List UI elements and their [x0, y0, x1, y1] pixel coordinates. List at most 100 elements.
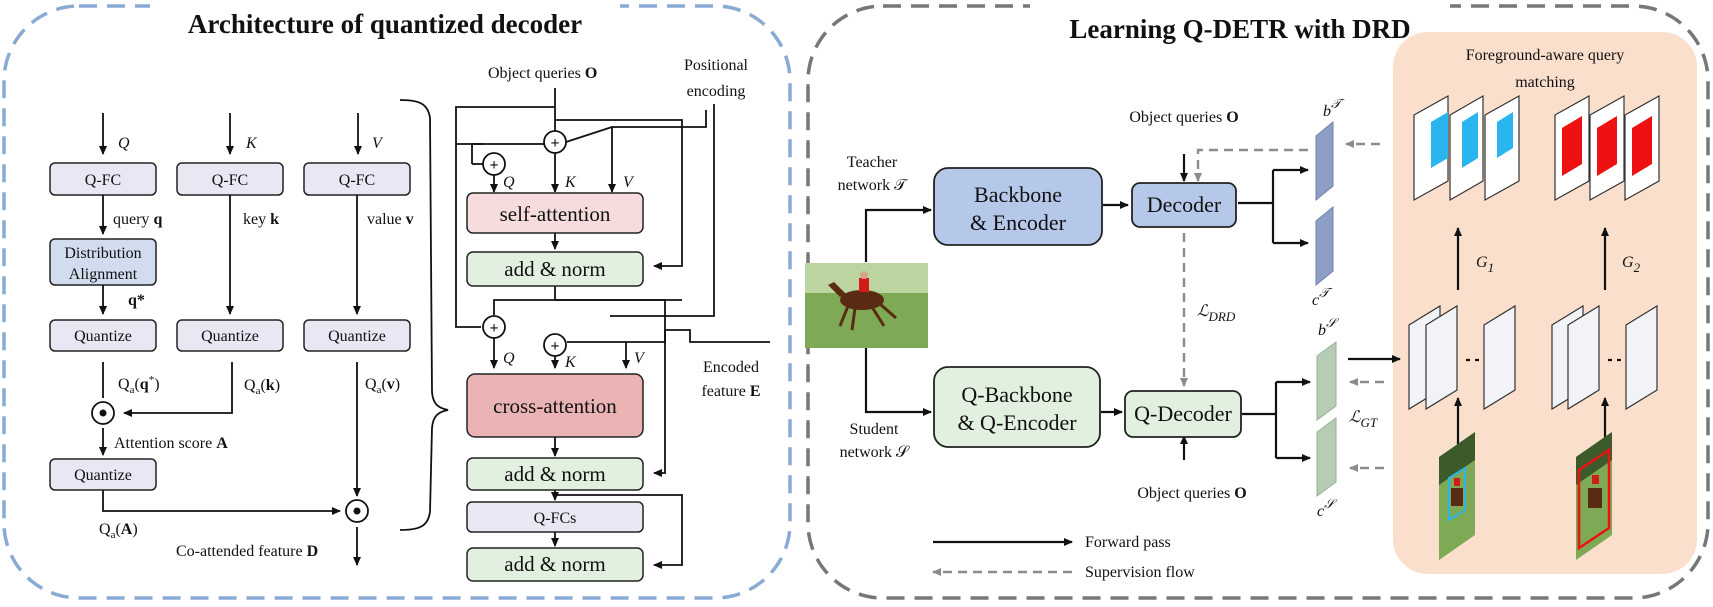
decoder-box: [1131, 182, 1237, 228]
svg-text:+: +: [550, 338, 559, 355]
gt-image-g1: [1439, 432, 1475, 560]
b-teacher-label: b𝒯: [1323, 96, 1345, 120]
encoded-feature-line1: Encoded: [703, 359, 759, 376]
quantize-box-value: [303, 319, 411, 352]
c-teacher-label: c𝒯: [1312, 285, 1333, 309]
cross-attn-k-label: K: [564, 354, 577, 371]
q-backbone-encoder-box: [933, 366, 1101, 448]
b-student-label: b𝒮: [1318, 315, 1340, 339]
fqm-title-line2: matching: [1515, 74, 1575, 91]
q-fcs-label: Q-FCs: [534, 510, 577, 527]
svg-text:+: +: [550, 135, 559, 152]
quantize-label-value: Quantize: [328, 328, 386, 345]
encoded-feature-line2: feature E: [701, 383, 760, 400]
student-query-maps-g2: [1551, 304, 1658, 411]
quantize-label-query: Quantize: [74, 328, 132, 345]
q-decoder-box: [1124, 390, 1242, 438]
co-attended-label: Co-attended feature D: [176, 543, 318, 560]
attention-score-label: Attention score A: [114, 435, 228, 452]
q-backbone-encoder-line2: & Q-Encoder: [957, 410, 1077, 435]
g2-label: G2: [1622, 254, 1641, 275]
g1-label: G1: [1476, 254, 1494, 275]
left-panel-border: [2, 4, 792, 600]
svg-text:+: +: [489, 157, 498, 174]
object-queries-bottom-label: Object queries O: [1137, 485, 1246, 502]
teacher-query-maps-g2: [1554, 94, 1660, 202]
decoder-label: Decoder: [1147, 192, 1222, 217]
qa-v-label: Qa(v): [365, 376, 400, 396]
backbone-encoder-box: [933, 167, 1103, 246]
object-queries-top-label: Object queries O: [1129, 109, 1238, 126]
l-gt-label: ℒGT: [1349, 409, 1378, 430]
cross-attention-box: [466, 373, 644, 438]
c-student-label: c𝒮: [1317, 496, 1338, 520]
add-norm-box-1: [466, 251, 644, 287]
student-network-line1: Student: [850, 421, 899, 438]
input-q-label: Q: [118, 135, 130, 152]
legend-supervision-label: Supervision flow: [1085, 564, 1195, 581]
teacher-network-line1: Teacher: [847, 154, 898, 171]
cross-attn-v-label: V: [634, 350, 646, 367]
add-norm-label-1: add & norm: [504, 257, 605, 281]
cross-attn-q-label: Q: [503, 350, 515, 367]
svg-text:+: +: [489, 320, 498, 337]
distribution-alignment-line2: Alignment: [69, 266, 138, 283]
key-label: key k: [243, 211, 279, 228]
q-star-label: q*: [128, 292, 145, 309]
self-attn-k-label: K: [564, 174, 577, 191]
quantize-box-key: [176, 319, 284, 352]
qa-q-label: Qa(q*): [118, 374, 160, 396]
quantize-box-attention: [49, 458, 157, 491]
q-backbone-encoder-line1: Q-Backbone: [961, 382, 1072, 407]
self-attn-v-label: V: [623, 174, 635, 191]
quantize-box-query: [49, 319, 157, 352]
left-panel-title: Architecture of quantized decoder: [188, 9, 582, 39]
forward-arrows: [864, 154, 1609, 462]
expansion-brace: [399, 99, 449, 531]
supervision-arrows: [1180, 140, 1384, 472]
positional-encoding-line2: encoding: [687, 83, 746, 100]
add-norm-box-2: [466, 457, 644, 491]
q-fc-label-value: Q-FC: [339, 172, 375, 189]
add-norm-label-3: add & norm: [504, 552, 605, 576]
input-arrows: [99, 113, 362, 155]
backbone-encoder-line1: Backbone: [974, 182, 1062, 207]
self-attn-q-label: Q: [503, 174, 515, 191]
quantize-label-attention: Quantize: [74, 467, 132, 484]
add-norm-box-3: [466, 547, 644, 582]
input-v-label: V: [372, 135, 384, 152]
q-fc-label-key: Q-FC: [212, 172, 248, 189]
q-decoder-label: Q-Decoder: [1134, 401, 1232, 426]
legend-forward-label: Forward pass: [1085, 534, 1171, 551]
input-image: [805, 263, 928, 348]
plus-nodes: + + + +: [482, 130, 567, 357]
add-norm-label-2: add & norm: [504, 462, 605, 486]
distribution-alignment-line1: Distribution: [64, 245, 141, 262]
quantize-label-key: Quantize: [201, 328, 259, 345]
backbone-encoder-line2: & Encoder: [970, 210, 1067, 235]
b-student-bar: [1316, 341, 1337, 421]
cross-attention-label: cross-attention: [493, 394, 617, 418]
q-fc-label-query: Q-FC: [85, 172, 121, 189]
fqm-title-line1: Foreground-aware query: [1466, 47, 1625, 64]
self-attention-label: self-attention: [500, 202, 611, 226]
qa-a-label: Qa(A): [99, 521, 138, 541]
self-attention-box: [466, 192, 644, 234]
right-panel-title: Learning Q-DETR with DRD: [1069, 14, 1410, 44]
c-student-bar: [1316, 417, 1337, 497]
gt-image-g2: [1576, 432, 1612, 560]
object-queries-label-left: Object queries O: [488, 65, 597, 82]
b-teacher-bar: [1315, 120, 1334, 202]
q-fcs-box: [466, 501, 644, 533]
student-query-maps-g1: [1408, 304, 1516, 411]
student-network-line2: network 𝒮: [840, 444, 910, 461]
l-drd-label: ℒDRD: [1197, 303, 1236, 324]
positional-encoding-line1: Positional: [684, 57, 749, 74]
teacher-query-maps-g1: [1413, 94, 1520, 202]
c-teacher-bar: [1315, 205, 1334, 287]
qa-k-label: Qa(k): [244, 377, 280, 397]
value-label: value v: [367, 211, 414, 228]
query-label: query q: [113, 211, 162, 228]
teacher-network-line2: network 𝒯: [838, 177, 909, 194]
